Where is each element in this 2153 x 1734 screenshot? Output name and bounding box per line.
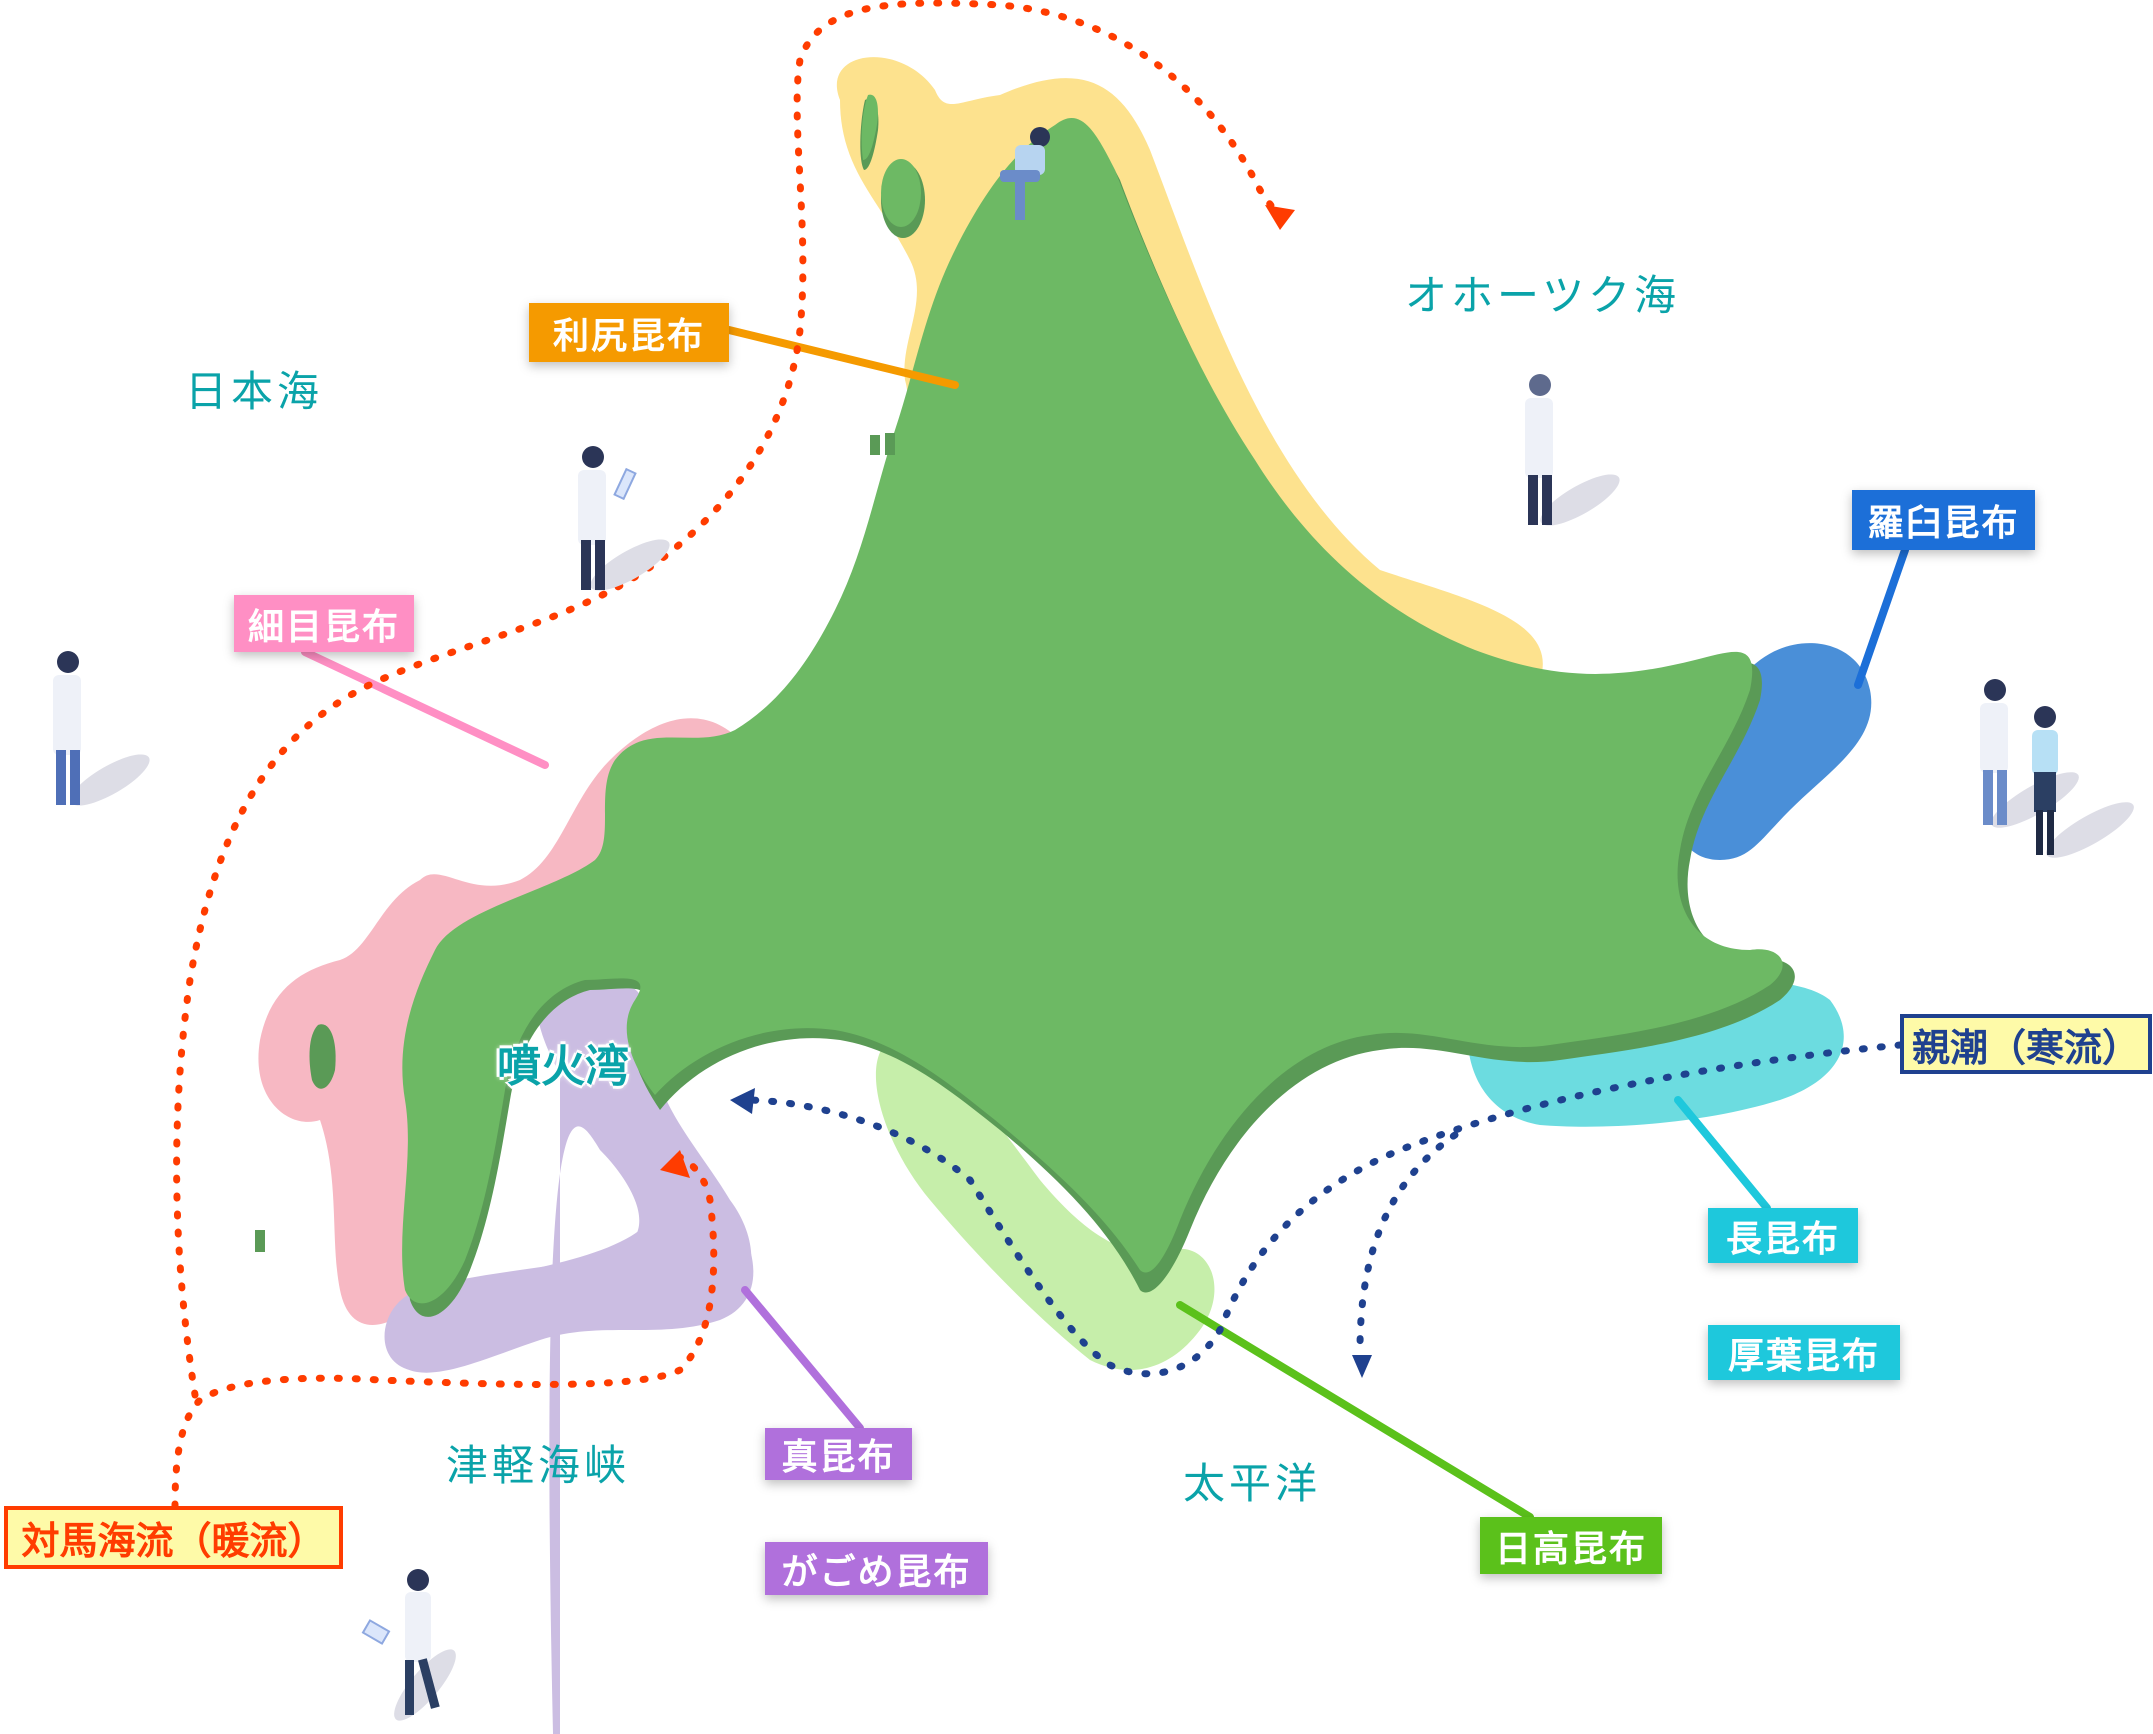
kelp-label-rishiri[interactable]: 利尻昆布	[529, 303, 729, 362]
oyashio-current-path	[741, 1041, 1904, 1378]
ma-kelp-zone-2	[387, 974, 754, 1373]
sea-label-tsugaru-strait: 津軽海峡	[446, 1441, 631, 1490]
tsushima-arrowhead-north	[1265, 205, 1295, 230]
person-west-pointing	[53, 651, 150, 806]
sea-label-okhotsk: オホーツク海	[1405, 271, 1681, 320]
kelp-label-hidaka[interactable]: 日高昆布	[1480, 1517, 1662, 1574]
sea-label-pacific: 太平洋	[1183, 1459, 1322, 1508]
current-label-tsushima[interactable]: 対馬海流（暖流）	[4, 1506, 343, 1569]
person-kneeling-north	[1000, 127, 1050, 220]
oyashio-arrowhead-south	[1352, 1355, 1372, 1378]
hidaka-kelp-zone	[875, 1039, 1215, 1370]
naga-leader-line	[1674, 1096, 1771, 1212]
hosome-leader-line	[301, 648, 549, 769]
person-japansea-tablet	[578, 446, 670, 591]
current-label-oyashio[interactable]: 親潮（寒流）	[1900, 1014, 2152, 1074]
person-okhotsk	[1525, 374, 1620, 526]
person-walking-south	[361, 1569, 456, 1721]
tsushima-arrowhead-funka	[660, 1150, 690, 1178]
sea-label-japan-sea: 日本海	[185, 367, 324, 416]
kelp-label-gagome[interactable]: がごめ昆布	[765, 1542, 988, 1595]
ma-leader-line	[741, 1286, 864, 1432]
kelp-label-rausu[interactable]: 羅臼昆布	[1852, 490, 2035, 550]
rausu-leader-line	[1854, 546, 1909, 689]
tsushima-current-path	[171, 0, 1282, 1510]
hokkaido-landmass	[255, 94, 1795, 1317]
people-pair-east	[1980, 679, 2134, 858]
kelp-label-naga[interactable]: 長昆布	[1708, 1208, 1858, 1263]
kelp-label-atsuba[interactable]: 厚葉昆布	[1708, 1325, 1900, 1380]
bay-label-funka: 噴火湾	[497, 1041, 629, 1092]
kelp-label-hosome[interactable]: 細目昆布	[234, 595, 414, 652]
hidaka-leader-line	[1176, 1301, 1534, 1521]
rishiri-leader-line	[725, 326, 959, 389]
oyashio-arrowhead-west	[730, 1088, 755, 1114]
kelp-label-ma[interactable]: 真昆布	[765, 1428, 912, 1480]
